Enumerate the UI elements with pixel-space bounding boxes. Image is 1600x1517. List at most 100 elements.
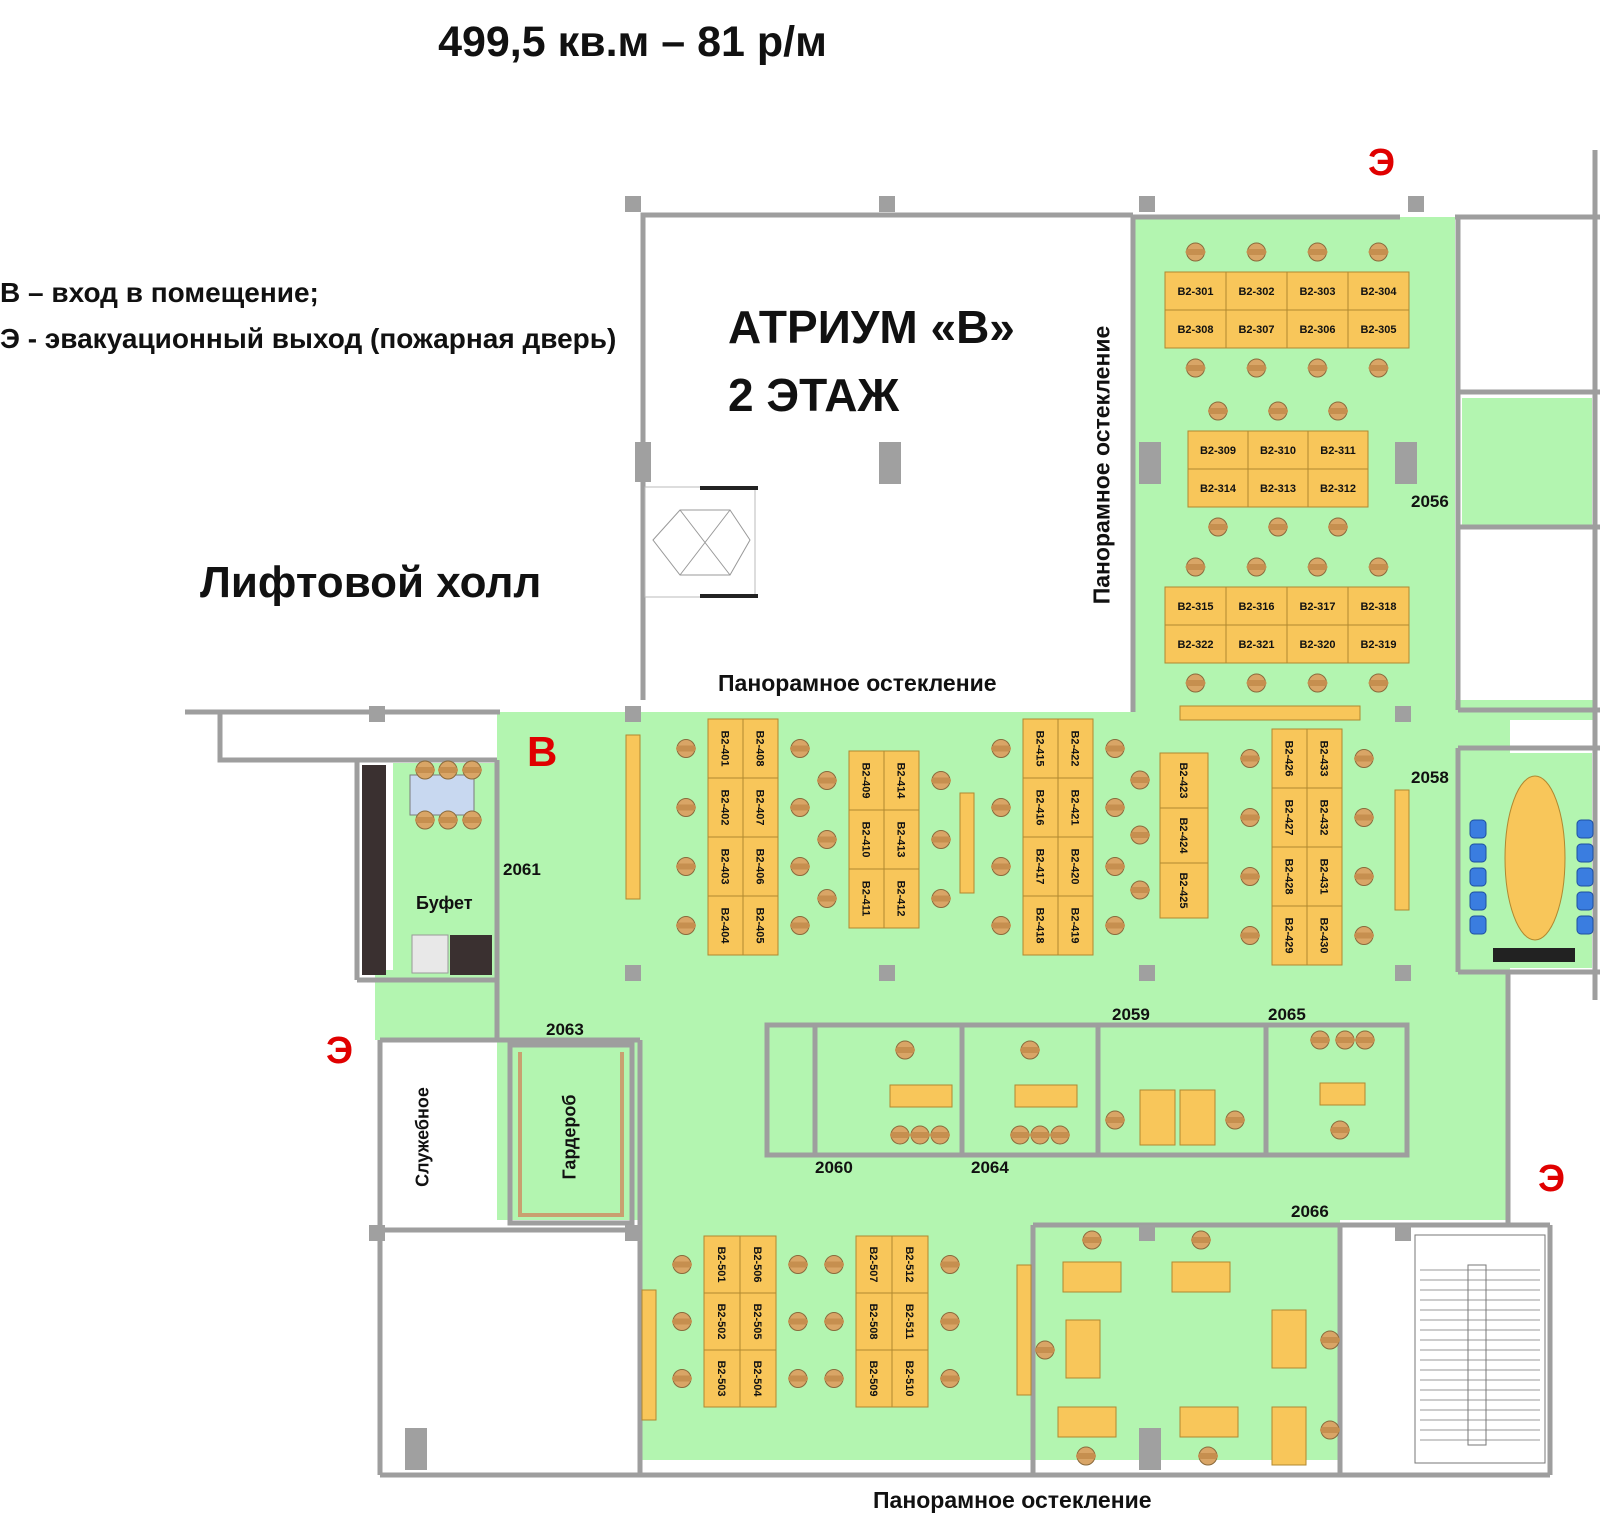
desk: В2-312: [1307, 468, 1369, 508]
desk-label: В2-319: [1360, 639, 1396, 651]
desk: В2-432: [1306, 787, 1343, 848]
floor-label: 2 ЭТАЖ: [728, 369, 900, 421]
chair-icon: [415, 760, 435, 780]
staircase: [1414, 1234, 1546, 1464]
page-title: 499,5 кв.м – 81 р/м: [438, 18, 827, 66]
chair-icon: [1354, 867, 1374, 886]
desk-label: В2-301: [1177, 286, 1213, 298]
desk-label: В2-506: [751, 1246, 763, 1282]
chair-icon: [1328, 517, 1348, 537]
desk: В2-320: [1286, 624, 1349, 664]
desk: В2-426: [1271, 728, 1308, 789]
office-desk: [889, 1084, 953, 1108]
chair-icon: [1185, 557, 1206, 577]
entrance-mark: В: [527, 728, 558, 775]
desk: В2-433: [1306, 728, 1343, 789]
chair-icon: [1268, 517, 1288, 537]
chair-icon: [1246, 673, 1267, 693]
office-desk: [1271, 1309, 1307, 1369]
desk-label: В2-421: [1069, 789, 1081, 825]
storage-cabinet: [1179, 705, 1361, 721]
room-2063: 2063: [546, 1020, 584, 1039]
desk-label: В2-509: [867, 1360, 879, 1396]
desk: В2-412: [883, 868, 920, 929]
desk-label: В2-405: [754, 907, 766, 943]
desk: В2-423: [1159, 752, 1209, 809]
desk-label: В2-508: [867, 1303, 879, 1339]
desk-label: В2-406: [754, 848, 766, 884]
desk: В2-429: [1271, 905, 1308, 966]
chair-icon: [824, 1255, 844, 1274]
desk-label: В2-408: [754, 730, 766, 766]
chair-icon: [1335, 1030, 1355, 1050]
desk: В2-321: [1225, 624, 1288, 664]
chair-icon: [1576, 867, 1594, 887]
chair-icon: [790, 857, 810, 876]
lift-hall-label: Лифтовой холл: [200, 558, 542, 607]
chair-icon: [1076, 1446, 1096, 1466]
desk-label: В2-432: [1318, 799, 1330, 835]
chair-icon: [1576, 915, 1594, 935]
chair-icon: [1240, 926, 1260, 945]
desk: В2-413: [883, 809, 920, 870]
room-2064: 2064: [971, 1158, 1009, 1177]
chair-icon: [1130, 770, 1150, 790]
chair-icon: [1130, 825, 1150, 845]
chair-icon: [931, 889, 951, 908]
chair-icon: [788, 1369, 808, 1388]
desk-label: В2-416: [1034, 789, 1046, 825]
chair-icon: [1368, 673, 1389, 693]
chair-icon: [672, 1255, 692, 1274]
desk: В2-407: [742, 777, 779, 838]
chair-icon: [1576, 891, 1594, 911]
desk-label: В2-402: [719, 789, 731, 825]
chair-icon: [991, 857, 1011, 876]
desk-label: В2-422: [1069, 730, 1081, 766]
wardrobe-label: Гардероб: [559, 1094, 580, 1180]
desk-label: В2-418: [1034, 907, 1046, 943]
desk-label: В2-420: [1069, 848, 1081, 884]
office-desk: [1271, 1406, 1307, 1466]
desk-label: В2-304: [1360, 286, 1397, 298]
chair-icon: [1030, 1125, 1050, 1145]
desk: В2-427: [1271, 787, 1308, 848]
chair-icon: [1307, 358, 1328, 378]
desk-label: В2-431: [1318, 858, 1330, 894]
chair-icon: [1469, 867, 1487, 887]
desk: В2-507: [855, 1235, 893, 1294]
desk: В2-317: [1286, 586, 1349, 626]
evac-mark-top: Э: [1368, 142, 1396, 184]
chair-icon: [1240, 808, 1260, 827]
desk: В2-315: [1164, 586, 1227, 626]
desk: В2-308: [1164, 309, 1227, 349]
chair-icon: [991, 798, 1011, 817]
chair-icon: [1246, 242, 1267, 262]
chair-icon: [1328, 401, 1348, 421]
office-floor: [375, 217, 1595, 1460]
desk: В2-311: [1307, 430, 1369, 470]
chair-icon: [817, 830, 837, 849]
service-label: Служебное: [412, 1087, 433, 1187]
desk-label: В2-424: [1177, 817, 1189, 854]
desk-label: В2-412: [895, 880, 907, 916]
chair-icon: [438, 760, 458, 780]
glazing-label-bottom: Панорамное остекление: [873, 1487, 1152, 1513]
chair-icon: [1105, 798, 1125, 817]
desk: В2-316: [1225, 586, 1288, 626]
desk: В2-303: [1286, 271, 1349, 311]
chair-icon: [1469, 915, 1487, 935]
desk-label: В2-510: [903, 1360, 915, 1396]
desk-label: В2-407: [754, 789, 766, 825]
desk-label: В2-322: [1177, 639, 1213, 651]
chair-icon: [931, 830, 951, 849]
chair-icon: [1268, 401, 1288, 421]
chair-icon: [1130, 880, 1150, 900]
chair-icon: [1105, 739, 1125, 758]
desk: В2-314: [1187, 468, 1249, 508]
desk-label: В2-419: [1069, 907, 1081, 943]
desk: В2-313: [1247, 468, 1309, 508]
chair-icon: [1035, 1340, 1055, 1360]
evac-mark-left: Э: [326, 1030, 354, 1072]
chair-icon: [1185, 358, 1206, 378]
